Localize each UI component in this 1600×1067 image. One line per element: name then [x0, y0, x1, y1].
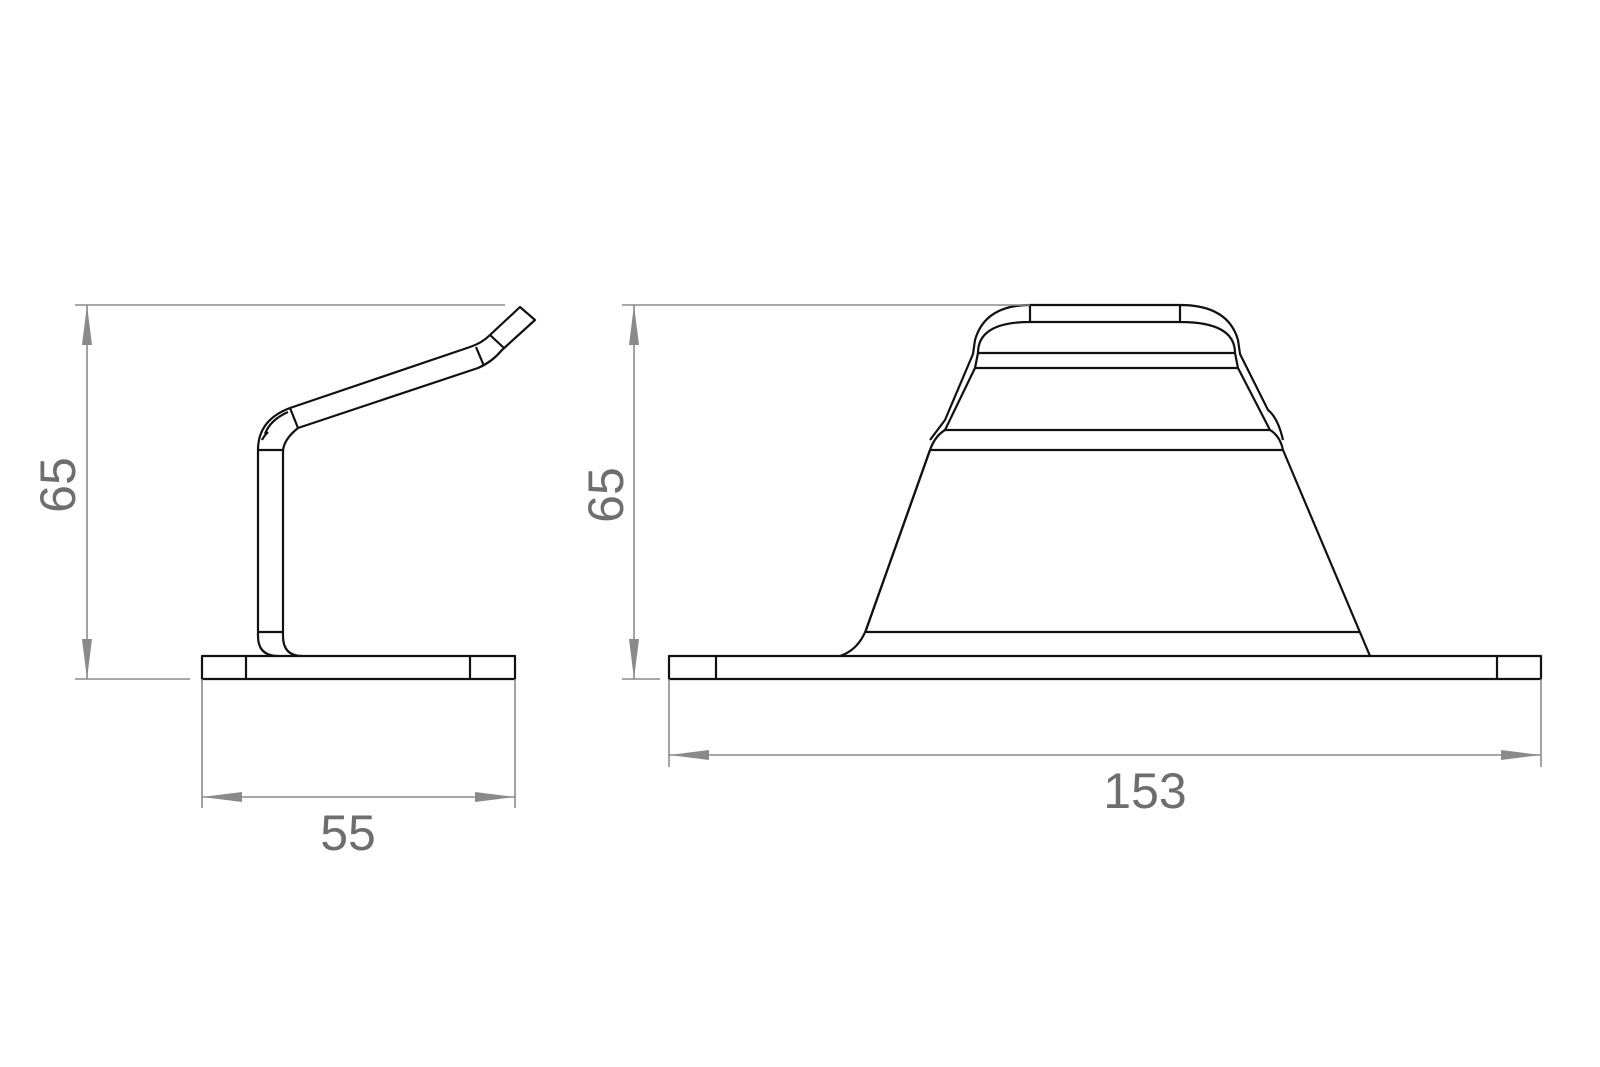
- side-base-plate: [200, 654, 517, 681]
- front-width-label: 153: [1103, 763, 1186, 819]
- side-width-label: 55: [320, 805, 376, 861]
- side-width-dimension: 55: [201, 679, 516, 861]
- side-height-label: 65: [30, 457, 86, 513]
- side-height-dimension: 65: [30, 304, 505, 680]
- front-height-label: 65: [578, 467, 634, 523]
- front-view-part: [667, 303, 1543, 681]
- front-width-dimension: 153: [668, 679, 1542, 819]
- side-view-part: [200, 305, 537, 681]
- front-height-dimension: 65: [578, 304, 1030, 680]
- front-base-plate: [667, 654, 1543, 681]
